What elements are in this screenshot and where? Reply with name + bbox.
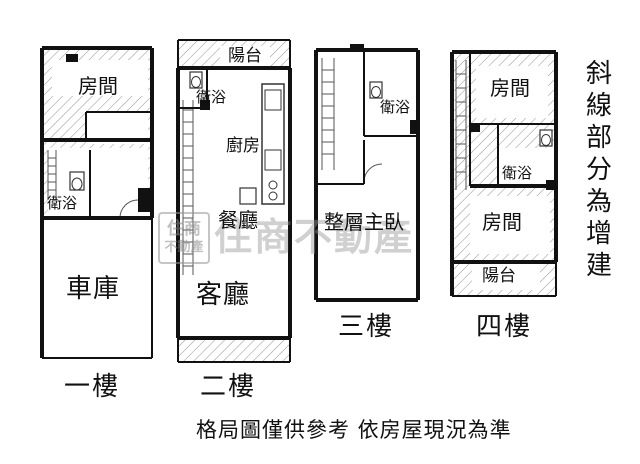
extension-note: 斜線部分為增建 xyxy=(585,59,612,281)
f1-room-bedroom: 房間 xyxy=(78,74,118,98)
floor-2-title: 二樓 xyxy=(200,372,257,402)
watermark-logo-bottom: 不動產 xyxy=(164,240,204,255)
f3-room-master: 整層主臥 xyxy=(324,210,404,234)
f4-room-bath: 衛浴 xyxy=(502,164,533,182)
f1-room-garage: 車庫 xyxy=(66,274,121,304)
floor-4-title: 四樓 xyxy=(476,312,533,342)
f4-room-bedroom-top: 房間 xyxy=(490,76,530,100)
watermark: 住商 不動產 住商不動產 xyxy=(158,212,412,264)
f3-room-bath: 衛浴 xyxy=(380,98,411,116)
f2-room-bath: 衛浴 xyxy=(196,88,227,106)
f2-hatch-bottom xyxy=(178,338,290,362)
floor-3-plan xyxy=(314,44,420,302)
f2-room-dining: 餐廳 xyxy=(218,208,258,232)
f1-room-bath: 衛浴 xyxy=(47,194,78,212)
floor-1-title: 一樓 xyxy=(64,372,121,402)
f2-room-balcony: 陽台 xyxy=(228,46,262,66)
f4-room-bedroom-bottom: 房間 xyxy=(482,210,522,234)
floor-4-plan xyxy=(450,50,558,297)
f2-room-living: 客廳 xyxy=(196,280,251,310)
watermark-text: 住商不動產 xyxy=(214,215,415,259)
floor-1-plan xyxy=(40,46,154,359)
watermark-logo-top: 住商 xyxy=(167,219,201,239)
watermark-logo: 住商 不動產 xyxy=(158,212,210,264)
disclaimer-caption: 格局圖僅供參考 依房屋現況為準 xyxy=(196,418,512,442)
f2-room-kitchen: 廚房 xyxy=(226,136,260,156)
floor-2-plan xyxy=(176,39,292,363)
f4-room-balcony: 陽台 xyxy=(482,266,516,286)
floor-3-title: 三樓 xyxy=(338,312,395,342)
